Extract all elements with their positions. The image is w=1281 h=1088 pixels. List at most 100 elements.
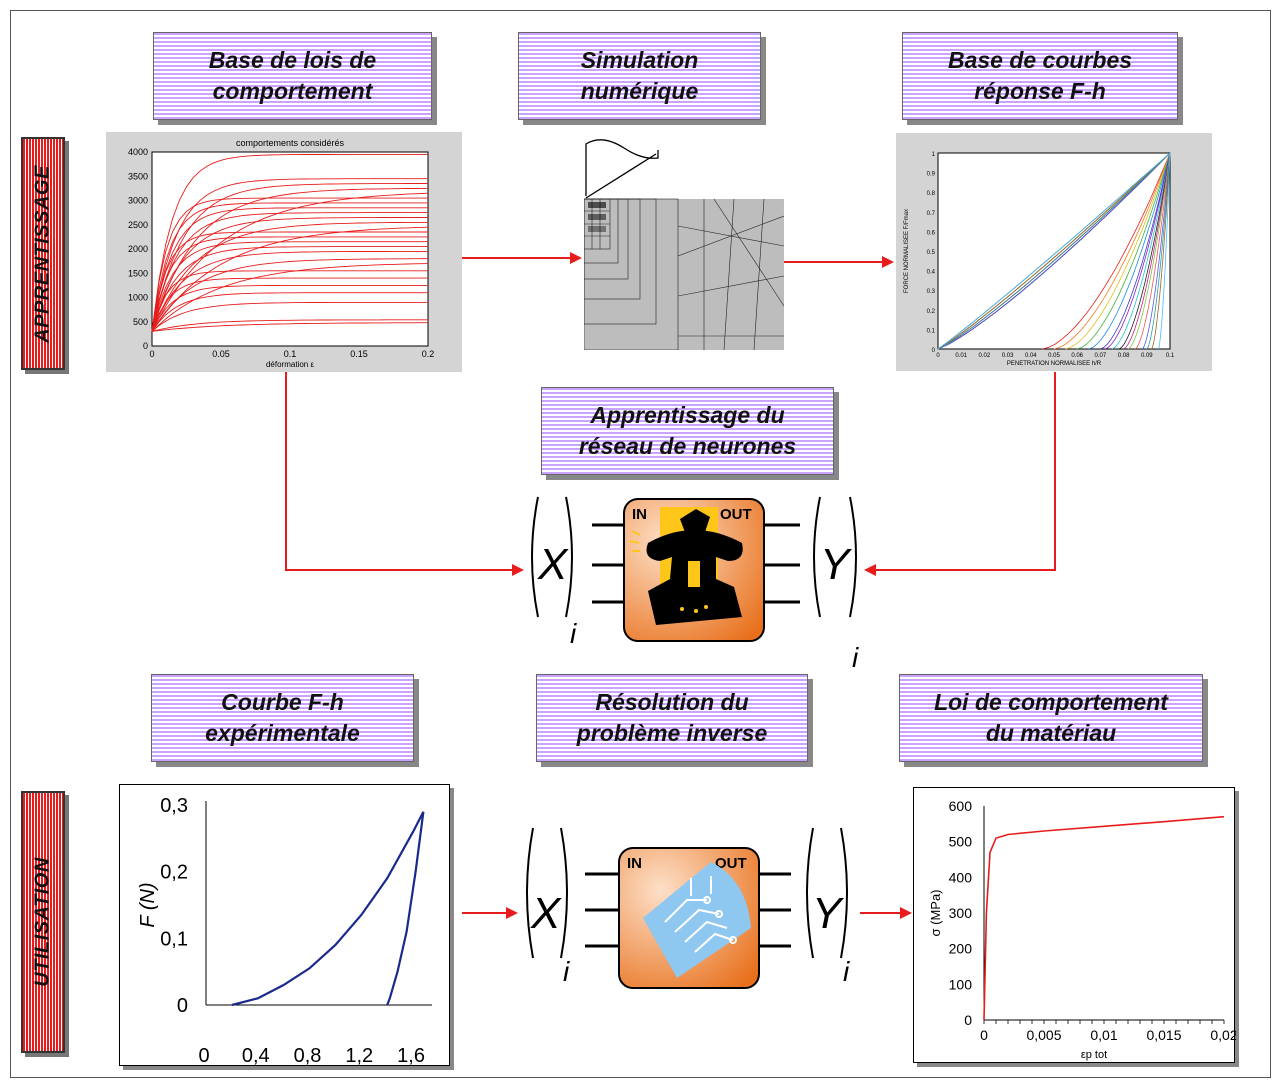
unloading-curve <box>386 811 425 1006</box>
x-tick-label: 0 <box>936 353 940 359</box>
x-tick-label: 0.1 <box>1166 353 1175 359</box>
unloading-curve <box>1088 152 1171 350</box>
title-line: Apprentissage du <box>590 401 785 428</box>
title-resolution: Résolution du problème inverse <box>536 674 808 762</box>
series-curve <box>151 258 428 332</box>
title-line: comportement <box>212 78 373 104</box>
y-tick-label: 3500 <box>128 171 148 181</box>
title-courbe-fh: Courbe F-h expérimentale <box>151 674 414 762</box>
series-curve <box>151 153 428 332</box>
plot-area <box>151 151 429 347</box>
title-loi-comportement: Loi de comportement du matériau <box>899 674 1203 762</box>
y-tick-label: 0 <box>932 348 936 354</box>
chip-shape <box>643 862 751 978</box>
network-learning: X i IN OUT Y i <box>520 487 890 677</box>
loading-curve <box>937 152 1171 350</box>
y-tick-label: 2500 <box>128 220 148 230</box>
x-tick-label: 0.02 <box>979 353 991 359</box>
y-tick-label: 500 <box>949 834 973 850</box>
x-tick-label: 0,02 <box>1210 1027 1236 1043</box>
series-curve <box>151 322 428 332</box>
series-curve <box>151 277 428 332</box>
out-label: OUT <box>715 855 747 872</box>
x-tick-label: 0,01 <box>1090 1027 1117 1043</box>
series-curve <box>151 178 428 332</box>
x-tick-label: 0,4 <box>242 1045 270 1067</box>
series-curve <box>151 217 428 332</box>
title-line: Base de lois de <box>208 46 377 73</box>
subscript-i: i <box>570 618 577 649</box>
chip-traces <box>664 876 737 953</box>
network-learning-svg: X i IN OUT Y i <box>531 496 859 673</box>
subscript-i: i <box>852 642 859 673</box>
y-tick-label: 0,3 <box>160 795 188 817</box>
x-tick-label: 0 <box>980 1027 988 1043</box>
x-tick-label: 0.05 <box>212 349 230 359</box>
series-curve <box>151 183 428 332</box>
x-tick-label: 0 <box>149 349 154 359</box>
x-tick-label: 0.08 <box>1118 353 1130 359</box>
title-apprentissage-reseau: Apprentissage du réseau de neurones <box>541 387 834 475</box>
mesh-background <box>584 199 784 350</box>
left-paren-y <box>813 496 821 618</box>
loading-curve <box>937 152 1171 350</box>
unloading-curve <box>1100 152 1171 350</box>
unloading-curve <box>1118 152 1171 350</box>
loading-curve <box>231 811 425 1007</box>
chart-fh-experimentale: 00,10,20,300,40,81,21,6h (µm)F (N) <box>119 784 450 1088</box>
y-symbol: Y <box>812 889 844 938</box>
y-axis-label: FORCE NORMALISEE F/Fmax <box>904 209 910 293</box>
chart-fh-experimentale-svg: 00,10,20,300,40,81,21,6h (µm)F (N) <box>137 795 432 1088</box>
y-tick-label: 0.4 <box>927 270 936 276</box>
phase-apprentissage: APPRENTISSAGE <box>21 137 65 370</box>
x-tick-label: 0.03 <box>1002 353 1014 359</box>
stress-strain-curve <box>983 815 1225 1021</box>
subscript-i: i <box>563 956 570 987</box>
unloading-curve <box>1146 152 1171 350</box>
x-tick-label: 0 <box>198 1045 209 1067</box>
series-curve <box>151 207 428 332</box>
left-paren-y <box>806 827 814 959</box>
x-axis-label: εp tot <box>1081 1049 1107 1061</box>
x-tick-label: 0.07 <box>1095 353 1107 359</box>
simulation-mesh <box>583 136 785 351</box>
y-tick-label: 0,2 <box>160 862 188 884</box>
loading-curve <box>937 152 1171 350</box>
title-base-courbes: Base de courbes réponse F-h <box>902 32 1178 120</box>
series-curve <box>151 292 428 332</box>
y-tick-label: 300 <box>949 905 973 921</box>
x-tick-label: 0.09 <box>1141 353 1153 359</box>
x-axis-label: PENETRATION NORMALISEE h/R <box>1007 361 1102 367</box>
right-paren <box>560 827 568 959</box>
left-paren <box>531 496 539 618</box>
y-tick-label: 0 <box>143 341 148 351</box>
unloading-curve <box>1123 152 1171 350</box>
chart-title: comportements considérés <box>236 138 345 148</box>
y-symbol: Y <box>820 540 852 589</box>
series-curve <box>151 202 428 332</box>
y-tick-label: 0 <box>177 995 188 1017</box>
unloading-curve <box>1042 152 1171 350</box>
series-curve <box>151 301 429 332</box>
x-tick-label: 1,6 <box>397 1045 425 1067</box>
indenter-profile <box>585 139 659 196</box>
unloading-curve <box>1053 152 1171 350</box>
y-tick-label: 0.6 <box>927 230 936 236</box>
title-line: Courbe F-h <box>221 688 344 715</box>
y-tick-label: 600 <box>949 798 973 814</box>
series-curve <box>151 231 428 332</box>
input-lines <box>585 872 791 948</box>
series-curve <box>151 226 429 332</box>
title-base-lois: Base de lois de comportement <box>153 32 432 120</box>
x-symbol: X <box>530 889 562 938</box>
network-usage: X i IN OUT Y i <box>515 818 885 1008</box>
series-curve <box>151 284 428 332</box>
y-tick-label: 1500 <box>128 268 148 278</box>
y-tick-label: 0.9 <box>927 172 936 178</box>
title-line: Simulation <box>580 46 699 73</box>
series-curve <box>151 197 428 332</box>
series-curve <box>151 270 428 332</box>
in-label: IN <box>632 506 647 523</box>
